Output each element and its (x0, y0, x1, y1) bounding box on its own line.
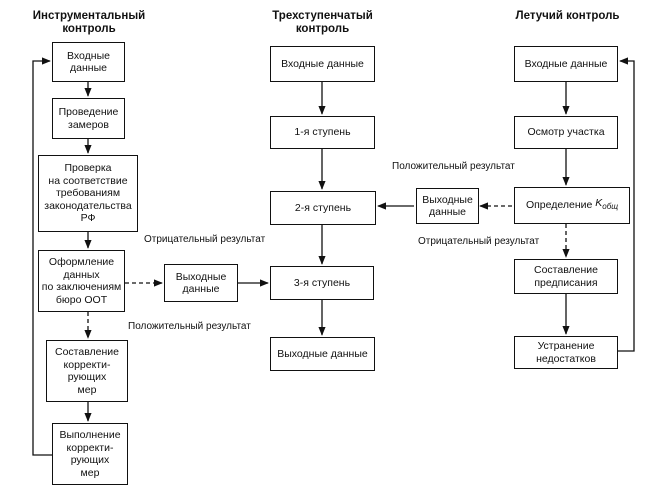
box-measurements: Проведение замеров (52, 98, 125, 139)
box-flying-input: Входные данные (514, 46, 618, 82)
column-title-three-stage: Трехступенчатый контроль (272, 10, 373, 35)
box-compliance-check: Проверка на соответствие требованиям зак… (38, 155, 138, 232)
box-stage-2: 2-я ступень (270, 191, 376, 225)
box-stage-3: 3-я ступень (270, 266, 374, 300)
box-site-inspection: Осмотр участка (514, 116, 618, 149)
label-positive-left: Положительный результат (128, 321, 251, 332)
box-three-stage-input: Входные данные (270, 46, 375, 82)
box-elimination: Устранение недостатков (514, 336, 618, 369)
column-title-flying: Летучий контроль (515, 10, 620, 22)
box-corrective-exec: Выполнение корректи- рующих мер (52, 423, 128, 485)
k-symbol: Kобщ (595, 197, 619, 212)
box-data-registration: Оформление данных по заключениям бюро ОО… (38, 250, 125, 312)
box-stage-1: 1-я ступень (270, 116, 375, 149)
box-prescription: Составление предписания (514, 259, 618, 294)
box-instrumental-input: Входные данные (52, 42, 125, 82)
label-negative-right: Отрицательный результат (418, 236, 540, 247)
box-three-stage-output: Выходные данные (270, 337, 375, 371)
box-k-determination: Определение Kобщ (514, 187, 630, 224)
box-corrective-plan: Составление корректи- рующих мер (46, 340, 128, 402)
determination-label: Определение (525, 199, 593, 212)
label-negative-left: Отрицательный результат (144, 234, 266, 245)
label-positive-right: Положительный результат (392, 161, 515, 172)
feedback-loop-flying (618, 57, 635, 352)
column-title-instrumental: Инструментальный контроль (32, 10, 146, 35)
feedback-loop-instrumental (32, 57, 52, 456)
box-flying-output: Выходные данные (416, 188, 479, 224)
box-instrumental-output: Выходные данные (164, 264, 238, 302)
